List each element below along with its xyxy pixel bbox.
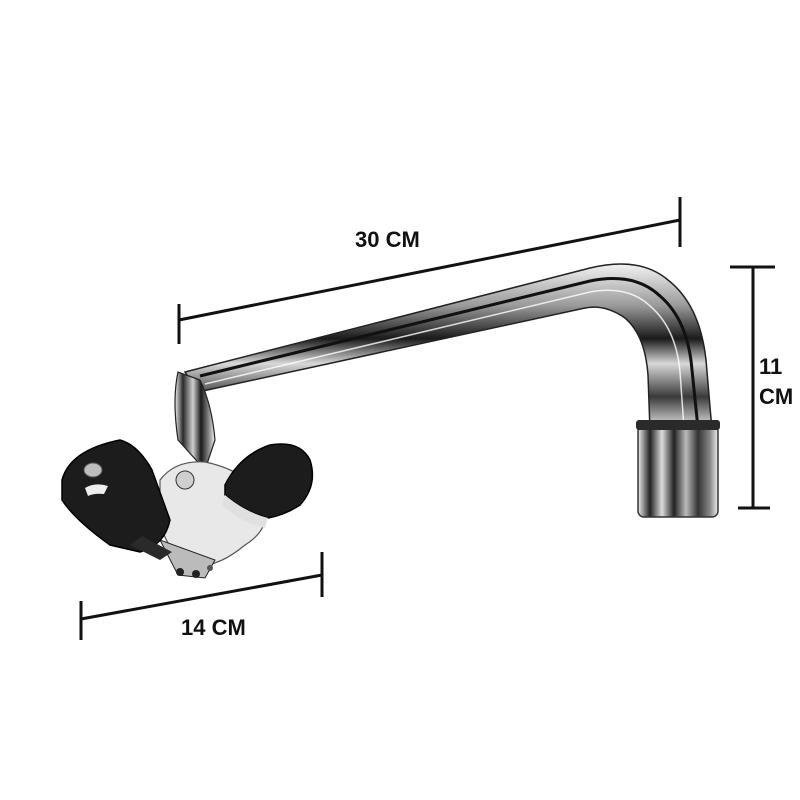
dimension-line-spout-length xyxy=(177,197,682,344)
dimension-line-base-width xyxy=(79,552,324,640)
aerator-nozzle xyxy=(636,420,720,518)
spout-height-value: 11 xyxy=(759,354,783,379)
spout-length-label: 30 CM xyxy=(355,227,420,252)
spout xyxy=(183,263,713,431)
dimension-line-spout-height xyxy=(730,265,775,510)
left-lever-handle xyxy=(61,439,172,560)
spout-height-unit: CM xyxy=(759,384,794,409)
base-width-label: 14 CM xyxy=(181,615,246,640)
spout-height-label: 11 CM xyxy=(759,352,799,412)
right-lever-handle xyxy=(222,443,314,528)
